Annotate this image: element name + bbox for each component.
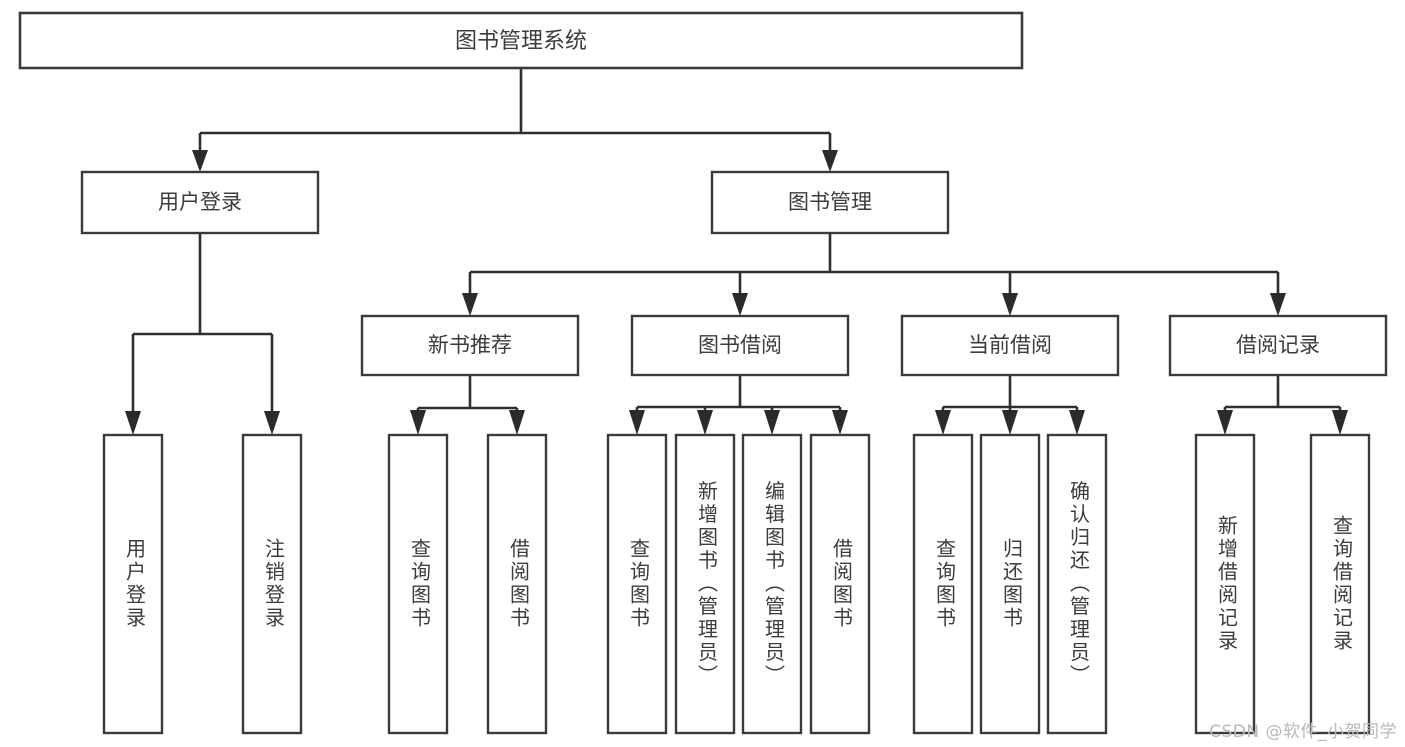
node-borrow-record-box[interactable] [1168, 314, 1388, 377]
node-leaf-add-book[interactable]: 新增图书（管理员） [674, 433, 736, 735]
node-leaf-query-record-box[interactable] [1309, 433, 1371, 735]
node-leaf-query-book-2-box[interactable] [606, 433, 668, 735]
node-leaf-add-record[interactable]: 新增借阅记录 [1194, 433, 1256, 735]
node-leaf-borrow-book-1-box[interactable] [486, 433, 548, 735]
node-leaf-logout-login-label: 注销登录 [262, 538, 286, 630]
node-root-label: 图书管理系统 [455, 29, 587, 54]
node-new-book-recommend-box[interactable] [360, 314, 580, 377]
node-user-login-box[interactable] [80, 170, 320, 235]
node-current-borrow[interactable]: 当前借阅 [900, 314, 1120, 377]
node-root-box[interactable] [18, 11, 1024, 70]
arrow-head-leaf-borrow-book-1 [509, 410, 525, 435]
arrow-head-leaf-borrow-book-2 [832, 410, 848, 435]
node-leaf-user-login-label: 用户登录 [123, 538, 147, 630]
arrow-head-leaf-query-record [1332, 410, 1348, 435]
node-root[interactable]: 图书管理系统 [18, 11, 1024, 70]
arrow-head-borrow-record [1270, 293, 1286, 316]
node-leaf-logout-login-box[interactable] [241, 433, 303, 735]
arrow-head-book-manage [822, 150, 838, 172]
node-leaf-confirm-return-box[interactable] [1046, 433, 1108, 735]
node-leaf-query-book-2[interactable]: 查询图书 [606, 433, 668, 735]
node-user-login[interactable]: 用户登录 [80, 170, 320, 235]
node-book-manage-box[interactable] [710, 170, 950, 235]
node-leaf-query-record-label: 查询借阅记录 [1330, 515, 1354, 653]
node-leaf-edit-book-label: 编辑图书（管理员） [762, 480, 786, 687]
node-new-book-recommend[interactable]: 新书推荐 [360, 314, 580, 377]
node-leaf-query-book-1[interactable]: 查询图书 [387, 433, 449, 735]
node-leaf-query-record[interactable]: 查询借阅记录 [1309, 433, 1371, 735]
arrow-head-leaf-logout-login [264, 411, 280, 435]
arrow-head-leaf-edit-book [764, 410, 780, 435]
node-leaf-return-book-label: 归还图书 [1000, 538, 1024, 630]
arrow-head-leaf-query-book-1 [410, 410, 426, 435]
node-leaf-confirm-return[interactable]: 确认归还（管理员） [1046, 433, 1108, 735]
arrow-head-leaf-add-book [697, 410, 713, 435]
arrow-head-book-borrow [732, 293, 748, 316]
node-leaf-edit-book[interactable]: 编辑图书（管理员） [741, 433, 803, 735]
node-leaf-user-login-box[interactable] [102, 433, 164, 735]
arrow-head-leaf-query-book-3 [935, 410, 951, 435]
node-leaf-query-book-2-label: 查询图书 [627, 538, 651, 630]
connector-layer [125, 68, 1348, 435]
node-leaf-return-book-box[interactable] [979, 433, 1041, 735]
node-leaf-logout-login[interactable]: 注销登录 [241, 433, 303, 735]
arrow-head-leaf-return-book [1002, 410, 1018, 435]
node-leaf-borrow-book-2-box[interactable] [809, 433, 871, 735]
node-leaf-return-book[interactable]: 归还图书 [979, 433, 1041, 735]
node-leaf-query-book-3-box[interactable] [912, 433, 974, 735]
node-leaf-borrow-book-2[interactable]: 借阅图书 [809, 433, 871, 735]
node-leaf-query-book-1-box[interactable] [387, 433, 449, 735]
node-leaf-borrow-book-2-label: 借阅图书 [830, 538, 854, 630]
node-borrow-record[interactable]: 借阅记录 [1168, 314, 1388, 377]
node-leaf-query-book-3-label: 查询图书 [933, 538, 957, 630]
node-current-borrow-label: 当前借阅 [968, 333, 1052, 357]
node-leaf-add-record-label: 新增借阅记录 [1215, 515, 1239, 653]
node-new-book-recommend-label: 新书推荐 [428, 333, 512, 357]
node-book-manage[interactable]: 图书管理 [710, 170, 950, 235]
arrow-head-leaf-add-record [1217, 410, 1233, 435]
node-leaf-query-book-3[interactable]: 查询图书 [912, 433, 974, 735]
node-book-borrow-label: 图书借阅 [698, 333, 782, 357]
arrow-head-leaf-query-book-2 [629, 410, 645, 435]
arrow-head-leaf-confirm-return [1069, 410, 1085, 435]
node-borrow-record-label: 借阅记录 [1236, 333, 1320, 357]
node-leaf-query-book-1-label: 查询图书 [408, 538, 432, 630]
arrow-head-user-login [192, 150, 208, 172]
watermark: CSDN @软件_小贺同学 [1209, 722, 1397, 742]
node-book-borrow[interactable]: 图书借阅 [630, 314, 850, 377]
arrow-head-leaf-user-login [125, 411, 141, 435]
node-leaf-user-login[interactable]: 用户登录 [102, 433, 164, 735]
node-leaf-borrow-book-1[interactable]: 借阅图书 [486, 433, 548, 735]
node-book-manage-label: 图书管理 [788, 190, 872, 214]
arrow-head-current-borrow [1002, 293, 1018, 316]
node-current-borrow-box[interactable] [900, 314, 1120, 377]
node-leaf-add-record-box[interactable] [1194, 433, 1256, 735]
node-user-login-label: 用户登录 [158, 190, 242, 214]
node-leaf-confirm-return-label: 确认归还（管理员） [1067, 480, 1091, 687]
node-leaf-borrow-book-1-label: 借阅图书 [507, 538, 531, 630]
node-leaf-edit-book-box[interactable] [741, 433, 803, 735]
node-leaf-add-book-label: 新增图书（管理员） [695, 480, 719, 687]
node-book-borrow-box[interactable] [630, 314, 850, 377]
arrow-head-new-book-recommend [462, 293, 478, 316]
node-leaf-add-book-box[interactable] [674, 433, 736, 735]
